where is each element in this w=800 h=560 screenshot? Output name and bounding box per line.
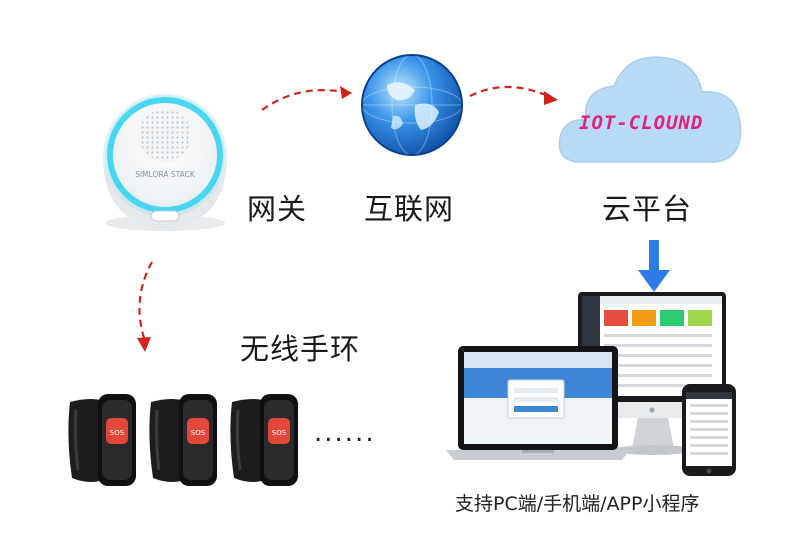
cloud-icon: [558, 56, 742, 163]
more-bands-ellipsis: ......: [314, 418, 376, 448]
wristband-icon: SOS: [68, 394, 136, 486]
laptop-icon: [446, 346, 630, 460]
wristband-icon: SOS: [149, 394, 217, 486]
gateway-device-icon: SIMLORA STACK: [103, 93, 227, 231]
arrow-gateway-to-bands: [137, 261, 153, 352]
sos-text: SOS: [272, 429, 287, 437]
sos-text: SOS: [110, 429, 125, 437]
wristband-icon: SOS: [230, 394, 298, 486]
internet-label: 互联网: [364, 192, 455, 226]
gateway-device-text: SIMLORA STACK: [135, 170, 196, 179]
cloud-badge: IOT-CLOUND: [579, 112, 704, 134]
globe-icon: [361, 54, 463, 156]
arrow-cloud-to-clients: [638, 240, 670, 292]
clients-label: 支持PC端/手机端/APP小程序: [455, 493, 700, 515]
sos-text: SOS: [191, 429, 206, 437]
cloud-label: 云平台: [602, 192, 693, 226]
phone-icon: [682, 384, 736, 476]
bands-label: 无线手环: [240, 332, 361, 366]
gateway-label: 网关: [247, 192, 308, 226]
arrow-internet-to-cloud: [469, 85, 558, 105]
arrow-gateway-to-internet: [261, 86, 352, 111]
